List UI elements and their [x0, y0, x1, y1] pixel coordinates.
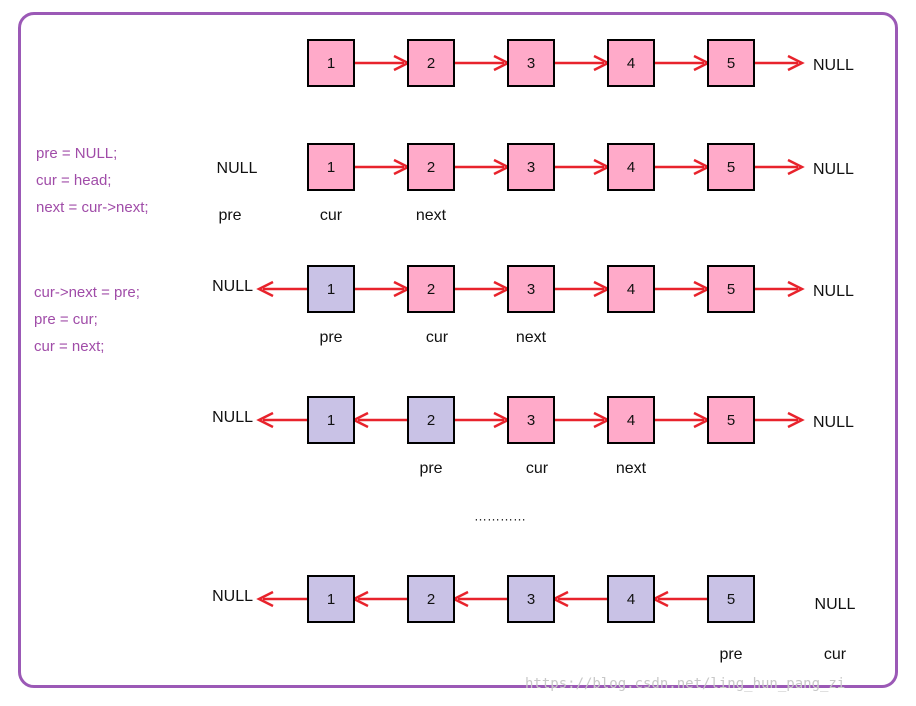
node-label: 4	[627, 55, 635, 72]
list-node	[307, 396, 355, 444]
null-label: NULL	[212, 588, 253, 605]
node-label: 2	[427, 591, 435, 608]
node-label: 2	[427, 159, 435, 176]
list-node	[507, 265, 555, 313]
code-line: next = cur->next;	[36, 199, 149, 216]
list-node	[407, 39, 455, 87]
pointer-label-next: next	[616, 460, 647, 477]
code-line: pre = cur;	[34, 311, 98, 328]
node-label: 2	[427, 55, 435, 72]
node-label: 4	[627, 591, 635, 608]
null-label: NULL	[212, 278, 253, 295]
pointer-label-pre: pre	[218, 207, 241, 224]
node-label: 3	[527, 281, 535, 298]
node-label: 3	[527, 412, 535, 429]
list-node	[707, 143, 755, 191]
ellipsis: …………	[474, 508, 526, 523]
list-node	[507, 575, 555, 623]
list-node	[407, 143, 455, 191]
pointer-label-pre: pre	[719, 646, 742, 663]
list-node	[607, 575, 655, 623]
node-label: 2	[427, 412, 435, 429]
code-line: cur = head;	[36, 172, 112, 189]
node-label: 3	[527, 591, 535, 608]
code-line: cur->next = pre;	[34, 284, 140, 301]
node-label: 3	[527, 159, 535, 176]
node-label: 5	[727, 159, 735, 176]
node-label: 2	[427, 281, 435, 298]
list-node	[307, 39, 355, 87]
list-node	[307, 575, 355, 623]
code-line: pre = NULL;	[36, 145, 118, 162]
list-node	[307, 265, 355, 313]
node-label: 4	[627, 412, 635, 429]
node-label: 4	[627, 159, 635, 176]
node-label: 4	[627, 281, 635, 298]
list-node	[507, 143, 555, 191]
list-node	[607, 39, 655, 87]
list-node	[707, 575, 755, 623]
pointer-label-next: next	[416, 207, 447, 224]
list-node	[407, 396, 455, 444]
null-label: NULL	[212, 409, 253, 426]
node-label: 1	[327, 159, 335, 176]
list-node	[707, 39, 755, 87]
node-label: 1	[327, 412, 335, 429]
node-label: 5	[727, 55, 735, 72]
watermark: https://blog.csdn.net/ling_hun_pang_zi	[525, 676, 846, 692]
node-label: 3	[527, 55, 535, 72]
loop-code-block: cur->next = pre; pre = cur; cur = next;	[34, 279, 140, 360]
pointer-label-pre: pre	[319, 329, 342, 346]
pointer-label-cur: cur	[824, 646, 847, 663]
null-label: NULL	[813, 414, 854, 431]
null-label: NULL	[815, 596, 856, 613]
node-label: 5	[727, 591, 735, 608]
pointer-label-cur: cur	[526, 460, 549, 477]
init-code-block: pre = NULL; cur = head; next = cur->next…	[36, 140, 149, 221]
node-label: 5	[727, 281, 735, 298]
list-node	[607, 265, 655, 313]
null-label: NULL	[813, 283, 854, 300]
pointer-label-next: next	[516, 329, 547, 346]
list-node	[507, 396, 555, 444]
list-node	[307, 143, 355, 191]
pointer-label-pre: pre	[419, 460, 442, 477]
list-node	[707, 396, 755, 444]
list-node	[507, 39, 555, 87]
pointer-label-cur: cur	[426, 329, 449, 346]
list-node	[407, 575, 455, 623]
node-label: 1	[327, 591, 335, 608]
node-label: 5	[727, 412, 735, 429]
diagram-frame	[18, 12, 898, 688]
pointer-label-cur: cur	[320, 207, 343, 224]
list-node	[407, 265, 455, 313]
node-label: 1	[327, 281, 335, 298]
code-line: cur = next;	[34, 338, 105, 355]
list-node	[607, 396, 655, 444]
node-label: 1	[327, 55, 335, 72]
null-label: NULL	[217, 160, 258, 177]
list-node	[607, 143, 655, 191]
null-label: NULL	[813, 161, 854, 178]
list-node	[707, 265, 755, 313]
null-label: NULL	[813, 57, 854, 74]
